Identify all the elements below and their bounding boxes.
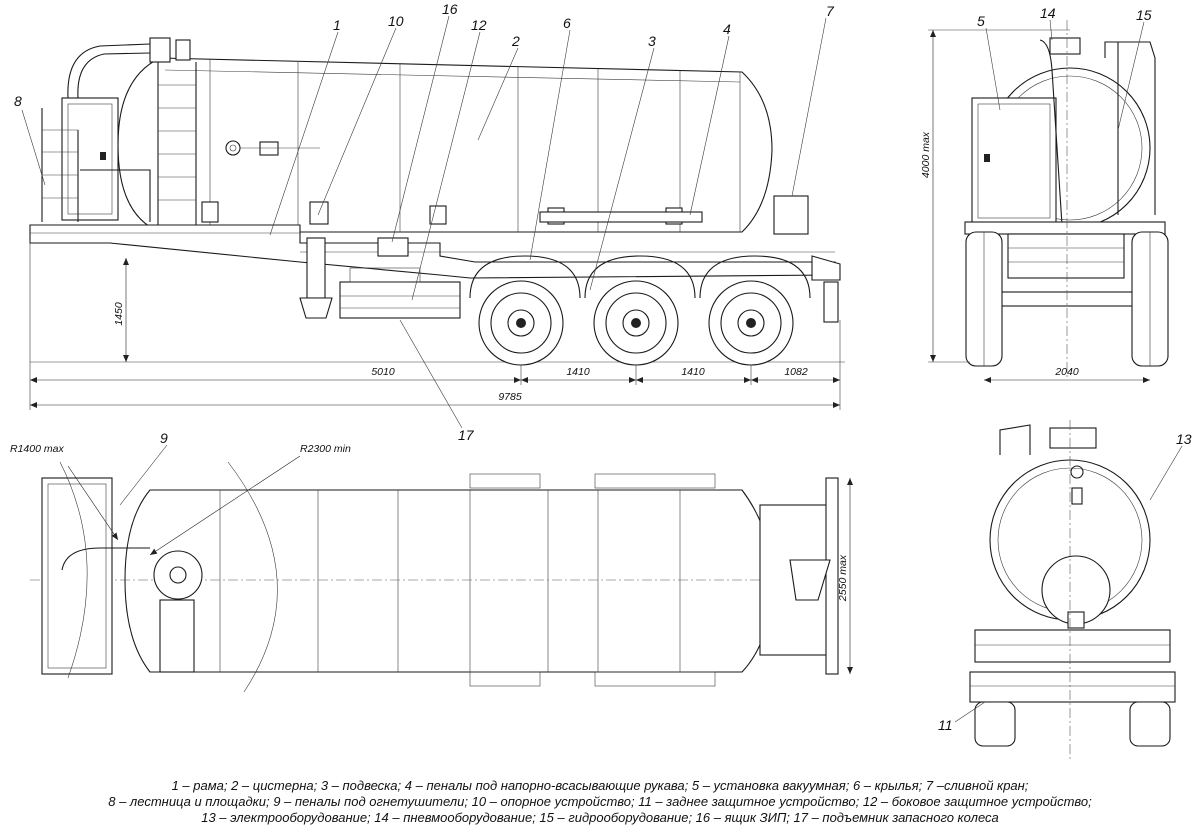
technical-drawing: 1450 5010 1410 1410 1082 9785	[10, 1, 1192, 760]
callout-leaders	[21, 15, 1183, 723]
callout-17: 17	[458, 427, 475, 443]
callout-5: 5	[977, 13, 985, 29]
dim-2040: 2040	[1054, 366, 1079, 378]
side-wheel-2	[593, 280, 679, 366]
callout-6: 6	[563, 15, 571, 31]
rear-view	[969, 420, 1176, 760]
dim-2550-max: 2550 max	[837, 554, 849, 602]
callout-9: 9	[160, 430, 168, 446]
callout-11: 11	[938, 717, 953, 733]
dim-1082: 1082	[784, 366, 808, 378]
legend-line-1: 1 – рама; 2 – цистерна; 3 – подвеска; 4 …	[171, 778, 1029, 793]
callout-16: 16	[442, 1, 458, 17]
dim-height-1450: 1450	[113, 302, 125, 326]
front-view: 4000 max 2040	[920, 20, 1169, 383]
side-wheel-3	[708, 280, 794, 366]
dim-5010: 5010	[371, 366, 395, 378]
callout-7: 7	[826, 3, 835, 19]
callout-13: 13	[1176, 431, 1192, 447]
top-view: 2550 max R1400 max R2300 min	[10, 443, 853, 693]
callout-8: 8	[14, 93, 22, 109]
dim-1410-a: 1410	[566, 366, 590, 378]
callout-1: 1	[333, 17, 341, 33]
callout-10: 10	[388, 13, 404, 29]
legend-line-3: 13 – электрооборудование; 14 – пневмообо…	[201, 810, 999, 825]
side-view: 1450 5010 1410 1410 1082 9785	[29, 37, 845, 410]
callout-3: 3	[648, 33, 656, 49]
callout-15: 15	[1136, 7, 1152, 23]
parts-legend: 1 – рама; 2 – цистерна; 3 – подвеска; 4 …	[0, 778, 1200, 826]
dim-r1400: R1400 max	[10, 443, 64, 455]
callout-2: 2	[511, 33, 520, 49]
callout-14: 14	[1040, 5, 1056, 21]
callout-12: 12	[471, 17, 487, 33]
dim-r2300: R2300 min	[300, 443, 351, 455]
side-wheel-1	[478, 280, 564, 366]
dim-4000-max: 4000 max	[920, 131, 932, 178]
dim-9785: 9785	[498, 391, 522, 403]
legend-line-2: 8 – лестница и площадки; 9 – пеналы под …	[108, 794, 1092, 809]
dim-1410-b: 1410	[681, 366, 705, 378]
callout-4: 4	[723, 21, 731, 37]
